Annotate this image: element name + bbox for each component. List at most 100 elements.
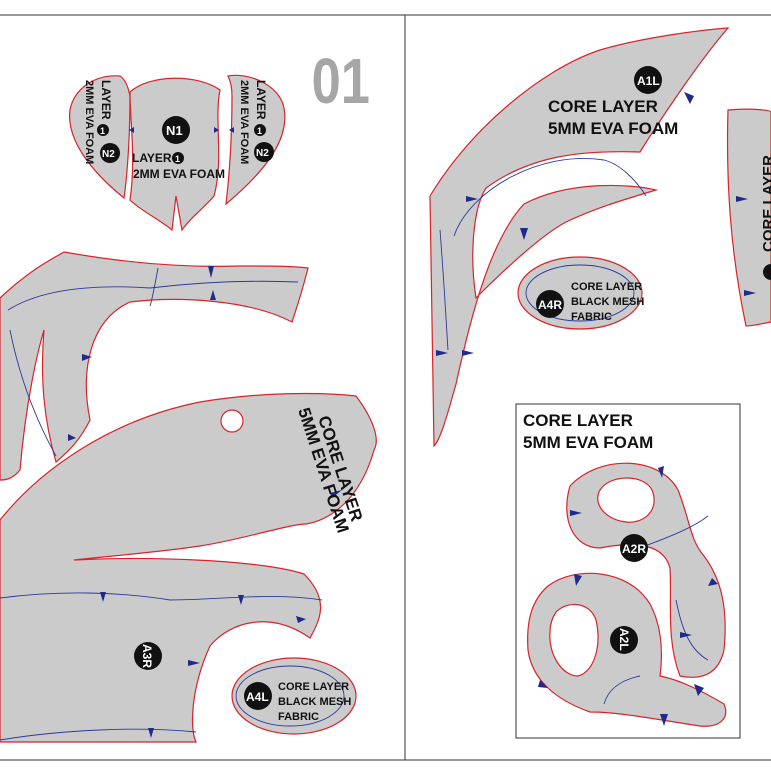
nose-piece-group: LAYER 1 2MM EVA FOAM N2 N1 LAYER 1 2MM E… — [69, 74, 286, 232]
notch — [744, 290, 756, 296]
a4r-label-3: FABRIC — [571, 311, 612, 323]
badge-a3r — [134, 642, 162, 670]
notch — [210, 290, 216, 300]
core-box — [515, 403, 741, 739]
boxed-group: CORE LAYER 5MM EVA FOAM A2R A2L — [515, 403, 741, 739]
notch — [238, 595, 244, 605]
a2r-hole — [597, 477, 655, 523]
notch — [570, 510, 582, 516]
piece-n2-right — [225, 74, 286, 206]
a1l-label-1: CORE LAYER — [548, 97, 658, 116]
badge-a2l-text: A2L — [617, 628, 631, 651]
seam-line — [525, 264, 635, 322]
notch — [466, 196, 478, 202]
seam-line — [0, 592, 323, 601]
piece-a4l — [231, 657, 357, 735]
notch — [538, 680, 548, 688]
a1l-piece-group: A1L CORE LAYER 5MM EVA FOAM — [429, 27, 730, 448]
badge-a4r-text: A4R — [538, 298, 562, 312]
a1l-label-2: 5MM EVA FOAM — [548, 119, 678, 138]
core-piece-group: CORE LAYER 5MM EVA FOAM A3R — [0, 392, 377, 743]
notch — [208, 266, 214, 278]
badge-n2-left — [100, 143, 120, 163]
notch — [229, 127, 234, 133]
piece-core-big — [0, 392, 377, 743]
seam-line — [235, 665, 345, 727]
badge-n1 — [162, 116, 190, 144]
notch — [694, 684, 704, 696]
a4l-label-3: FABRIC — [278, 711, 319, 723]
notch — [68, 434, 76, 441]
notch — [296, 616, 306, 623]
badge-a4r — [536, 290, 564, 318]
notch — [214, 127, 219, 133]
badge-a2r — [620, 534, 648, 562]
notch — [436, 350, 448, 356]
badge-edge — [763, 264, 771, 280]
seam-line — [439, 229, 449, 351]
a2l-hole — [549, 603, 599, 677]
a4l-label-1: CORE LAYER — [278, 681, 349, 693]
notch — [520, 228, 528, 240]
badge-a2l — [610, 626, 638, 654]
seam-line — [603, 675, 641, 705]
n2-left-material: 2MM EVA FOAM — [83, 80, 95, 164]
hole — [220, 409, 244, 433]
piece-a1l — [429, 27, 730, 448]
a4r-label-1: CORE LAYER — [571, 281, 642, 293]
layer-num: 1 — [100, 126, 105, 136]
notch — [148, 728, 154, 738]
notch — [188, 660, 200, 666]
badge-a4l — [244, 682, 272, 710]
n1-material: 2MM EVA FOAM — [133, 167, 225, 181]
badge-a1l-text: A1L — [637, 74, 660, 88]
page-number: 01 — [312, 46, 370, 117]
badge-a4l-text: A4L — [246, 690, 269, 704]
piece-edge-right — [726, 108, 771, 327]
seam-line — [9, 329, 57, 457]
badge-n2-right-text: N2 — [256, 148, 269, 159]
layer-num: 1 — [257, 126, 262, 136]
badge-n2-left-text: N2 — [102, 149, 115, 160]
badge-n2-right — [254, 142, 274, 162]
a4l-piece-group: A4L CORE LAYER BLACK MESH FABRIC — [231, 657, 357, 735]
badge-a2r-text: A2R — [622, 542, 646, 556]
badge-a1l — [634, 66, 662, 94]
box-label-2: 5MM EVA FOAM — [523, 433, 653, 452]
a4r-piece-group: A4R CORE LAYER BLACK MESH FABRIC — [517, 256, 644, 330]
layer-num-badge — [254, 124, 266, 136]
seam-line — [453, 158, 647, 237]
layer-num: 1 — [175, 154, 180, 164]
n2-left-layer-label: LAYER — [99, 80, 113, 120]
seam-line — [0, 728, 197, 741]
notch — [574, 574, 582, 586]
left-mid-piece-group — [0, 251, 309, 481]
notch — [708, 578, 718, 586]
notch — [82, 354, 92, 361]
notch — [129, 127, 134, 133]
n2-right-material: 2MM EVA FOAM — [238, 80, 250, 164]
a4r-label-2: BLACK MESH — [571, 296, 644, 308]
notch — [660, 714, 668, 726]
layer-num-badge — [172, 152, 184, 164]
notch — [658, 466, 664, 478]
piece-a2r — [566, 462, 726, 678]
notch — [684, 92, 694, 104]
box-label-1: CORE LAYER — [523, 411, 633, 430]
edge-core-label: CORE LAYER — [760, 155, 771, 252]
n2-right-layer-label: LAYER — [254, 80, 268, 120]
notch — [100, 592, 106, 602]
n1-layer-label: LAYER — [132, 151, 172, 165]
badge-n1-text: N1 — [166, 123, 183, 138]
seam-line — [7, 280, 299, 311]
seam-line — [149, 267, 159, 307]
badge-a3r-text: A3R — [140, 644, 154, 668]
notch — [330, 490, 342, 498]
notch — [736, 196, 748, 202]
piece-n2-left — [69, 75, 131, 200]
piece-left-mid — [0, 251, 309, 481]
a4l-label-2: BLACK MESH — [278, 696, 351, 708]
notch — [680, 632, 692, 638]
notch — [462, 350, 474, 356]
